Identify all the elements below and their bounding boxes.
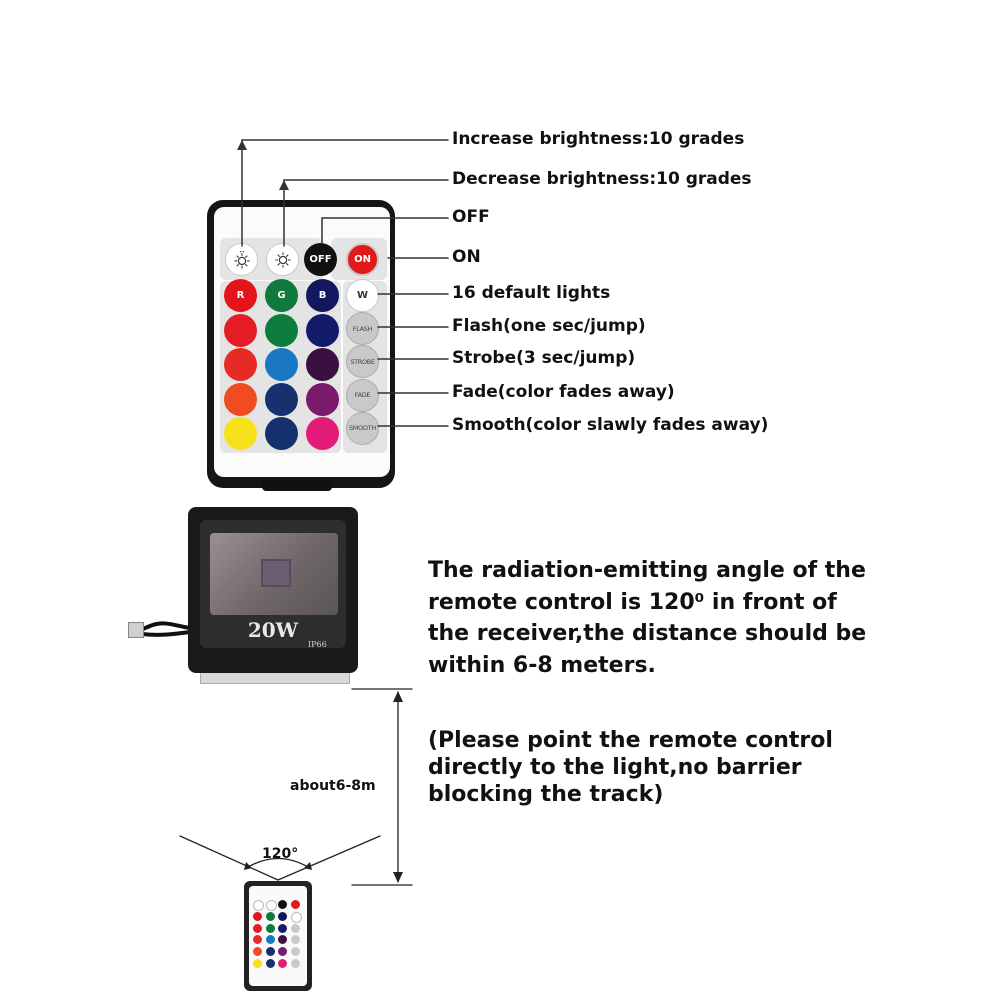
distance-arrow-down	[393, 872, 403, 883]
description-text: The radiation-emitting angle of the remo…	[428, 555, 968, 681]
small-remote-button	[253, 923, 262, 933]
angle-label: 120°	[262, 846, 299, 862]
angle-arrow-left	[244, 862, 252, 870]
callout-fade: Fade(color fades away)	[452, 382, 675, 402]
small-remote-button	[290, 900, 300, 909]
callout-smooth: Smooth(color slawly fades away)	[452, 415, 769, 435]
small-remote-button	[290, 935, 300, 945]
small-remote-button	[253, 947, 262, 957]
flood-light-bracket	[200, 673, 350, 684]
color-button[interactable]	[265, 382, 298, 416]
callout-line-increase	[241, 139, 449, 247]
color-button[interactable]	[224, 348, 257, 381]
color-button[interactable]	[265, 348, 298, 381]
sun-up-icon	[233, 250, 250, 269]
color-button[interactable]	[224, 417, 257, 450]
angle-arc	[247, 857, 309, 868]
color-button[interactable]	[224, 313, 257, 347]
ip-rating-label: IP66	[308, 640, 327, 649]
color-button[interactable]	[306, 313, 339, 347]
small-remote-button	[278, 947, 287, 957]
arrow-head-increase	[237, 140, 247, 150]
color-button[interactable]	[306, 348, 339, 381]
note-text: (Please point the remote control directl…	[428, 727, 968, 808]
callout-flash: Flash(one sec/jump)	[452, 316, 646, 336]
small-remote-button	[265, 935, 275, 945]
callout-line-off	[321, 217, 449, 244]
small-remote-button	[253, 900, 264, 911]
small-remote-button	[265, 900, 277, 911]
small-remote-button	[278, 900, 287, 909]
callout-increase-brightness: Increase brightness:10 grades	[452, 129, 745, 149]
color-button[interactable]	[265, 313, 298, 347]
small-remote-button	[278, 959, 287, 968]
small-remote-button	[290, 959, 300, 968]
callout-strobe: Strobe(3 sec/jump)	[452, 348, 636, 368]
led-chip	[261, 559, 291, 587]
small-remote-button	[290, 947, 300, 957]
distance-label: about6-8m	[290, 778, 376, 794]
small-remote-button	[265, 947, 275, 957]
note-line: directly to the light,no barrier	[428, 755, 802, 780]
small-remote-button	[278, 911, 287, 921]
angle-right-line	[277, 835, 381, 881]
callout-decrease-brightness: Decrease brightness:10 grades	[452, 169, 752, 189]
description-line: within 6-8 meters.	[428, 652, 656, 678]
small-remote-button	[253, 911, 262, 921]
color-button[interactable]	[265, 417, 298, 450]
angle-arrow-right	[304, 862, 312, 870]
description-line: remote control is 120⁰ in front of	[428, 589, 837, 615]
small-remote-button	[265, 959, 275, 968]
small-remote-button	[253, 935, 262, 945]
brightness-down-button[interactable]	[266, 243, 299, 276]
sun-down-icon	[274, 251, 291, 268]
color-button[interactable]	[306, 382, 339, 416]
small-remote-button	[290, 923, 300, 933]
description-line: the receiver,the distance should be	[428, 621, 867, 646]
small-remote-button	[290, 911, 302, 923]
description-line: The radiation-emitting angle of the	[428, 558, 866, 583]
color-button[interactable]	[224, 382, 257, 416]
small-remote-button	[278, 923, 287, 933]
angle-left-line	[179, 835, 279, 881]
callout-off: OFF	[452, 207, 490, 227]
callout-on: ON	[452, 247, 481, 267]
note-line: (Please point the remote control	[428, 728, 833, 753]
distance-arrow-up	[393, 691, 403, 702]
small-remote-button	[253, 959, 262, 968]
color-button[interactable]	[306, 417, 339, 450]
note-line: blocking the track)	[428, 782, 664, 807]
arrow-head-decrease	[279, 180, 289, 190]
power-plug-icon	[128, 622, 144, 638]
callout-line-decrease	[283, 179, 449, 247]
color-button[interactable]: G	[265, 279, 298, 312]
small-remote-button	[278, 935, 287, 945]
wattage-label: 20W	[247, 618, 299, 642]
small-remote-button	[265, 911, 275, 921]
remote-control-foot	[262, 481, 332, 491]
callout-default-lights: 16 default lights	[452, 283, 611, 303]
small-remote-button	[265, 923, 275, 933]
